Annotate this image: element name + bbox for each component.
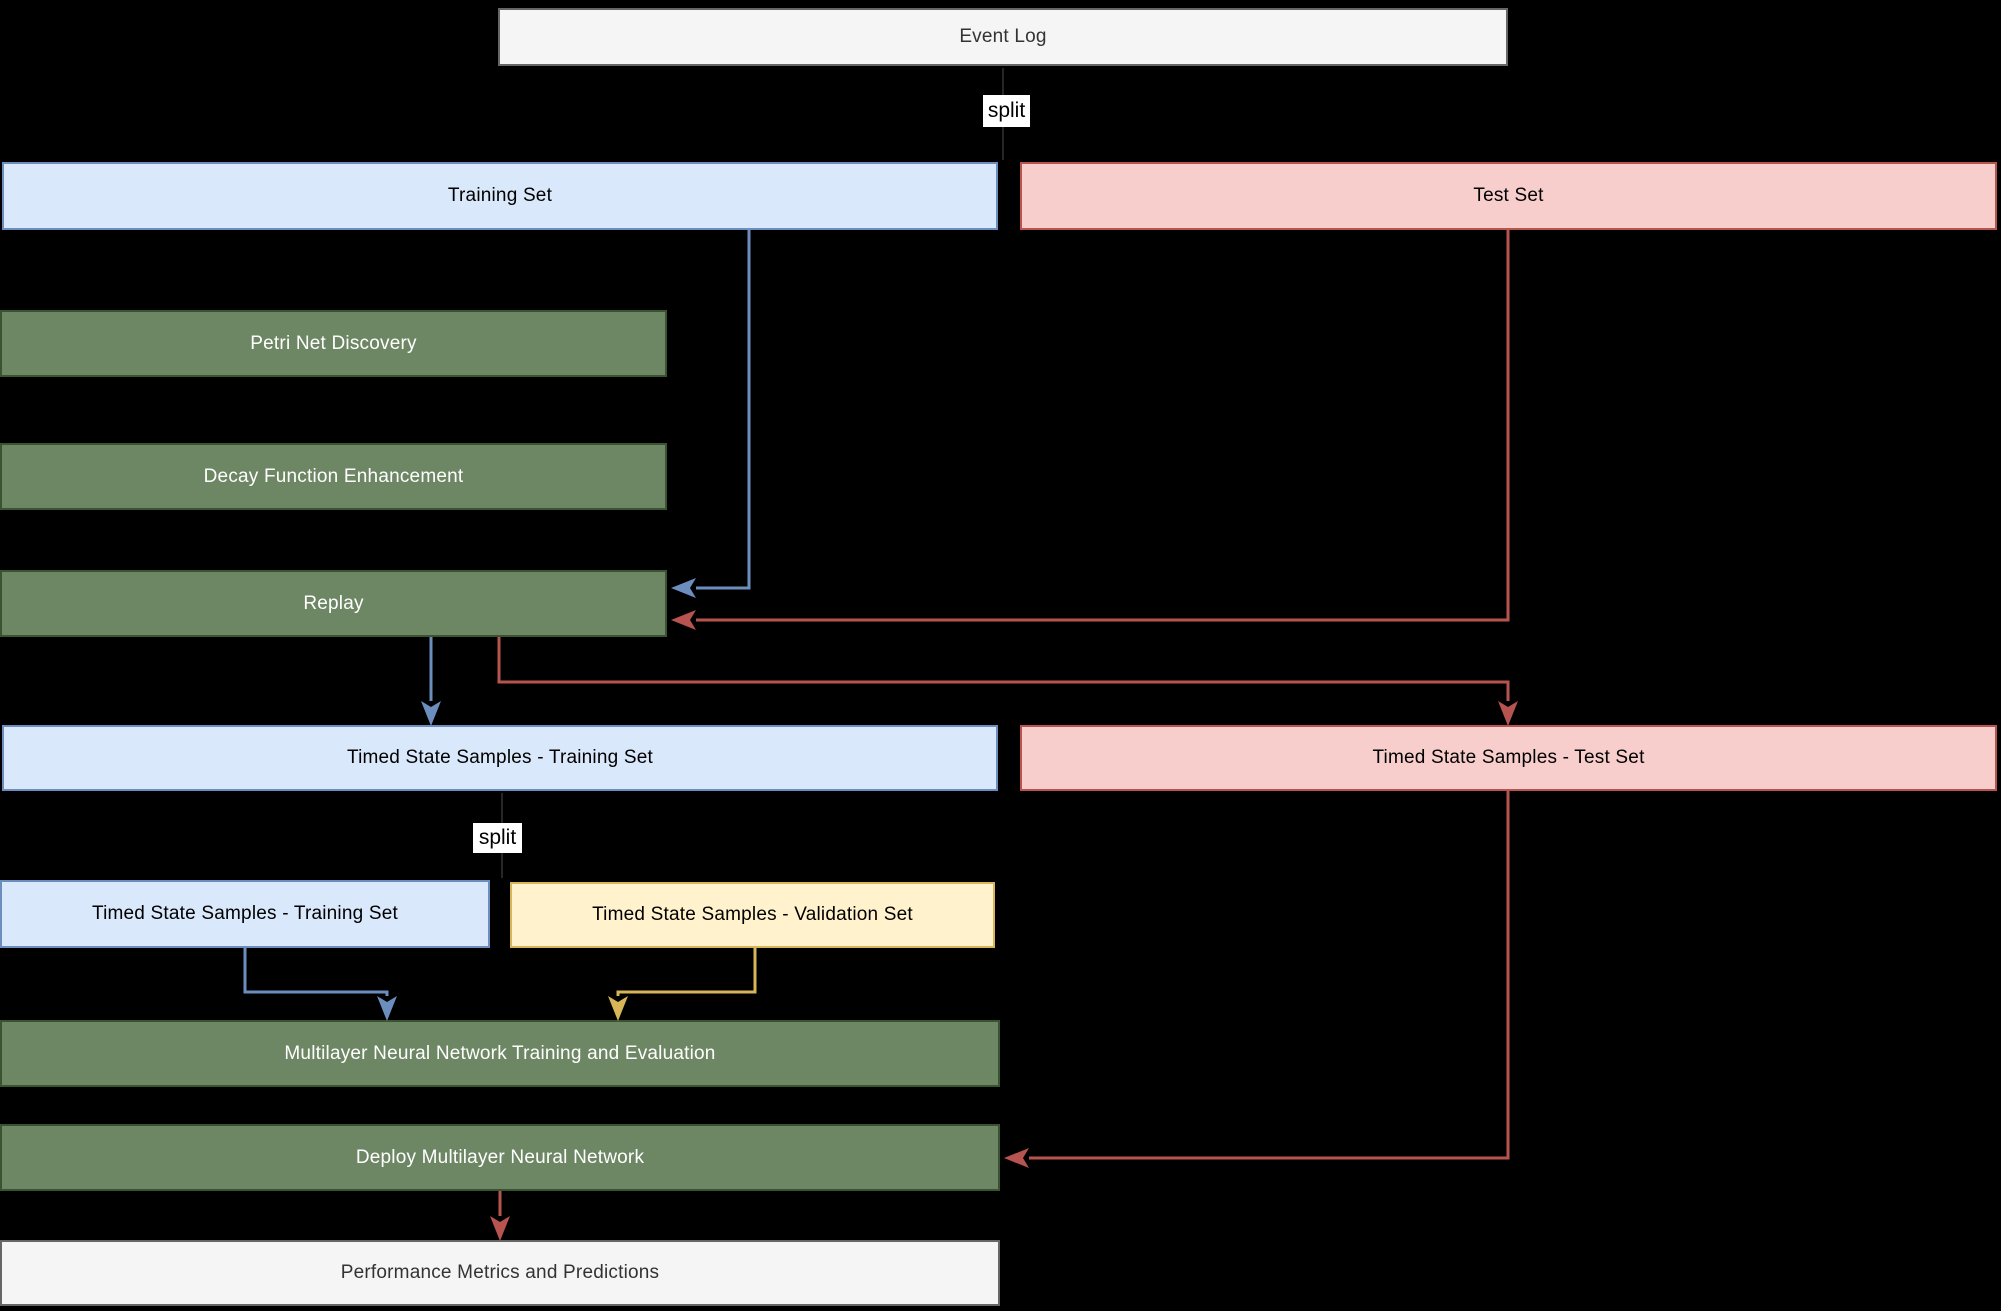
node-deploy-mnn: Deploy Multilayer Neural Network: [0, 1124, 1000, 1191]
node-decay-function-enhancement: Decay Function Enhancement: [0, 443, 667, 510]
arrow-test-set-to-replay: [671, 230, 1510, 630]
split-label-middle: split: [473, 823, 522, 853]
node-test-set: Test Set: [1020, 162, 1997, 230]
node-timed-state-samples-test-set: Timed State Samples - Test Set: [1020, 725, 1997, 791]
node-training-set: Training Set: [2, 162, 998, 230]
arrow-tss-validation-to-mnn: [608, 948, 757, 1021]
node-timed-state-samples-validation-set: Timed State Samples - Validation Set: [510, 882, 995, 948]
arrow-replay-to-tss-test: [497, 637, 1518, 726]
arrow-tss-test-to-deploy: [1004, 791, 1510, 1168]
split-label-top: split: [983, 95, 1030, 127]
arrow-tss-training-to-mnn: [243, 948, 397, 1021]
node-mnn-training-and-evaluation: Multilayer Neural Network Training and E…: [0, 1020, 1000, 1087]
node-timed-state-samples-training-set: Timed State Samples - Training Set: [2, 725, 998, 791]
node-event-log: Event Log: [498, 8, 1508, 66]
node-performance-metrics-predictions: Performance Metrics and Predictions: [0, 1240, 1000, 1306]
node-timed-state-samples-training-set-2: Timed State Samples - Training Set: [0, 880, 490, 948]
node-petri-net-discovery: Petri Net Discovery: [0, 310, 667, 377]
arrow-training-set-to-replay: [671, 230, 751, 598]
node-replay: Replay: [0, 570, 667, 637]
